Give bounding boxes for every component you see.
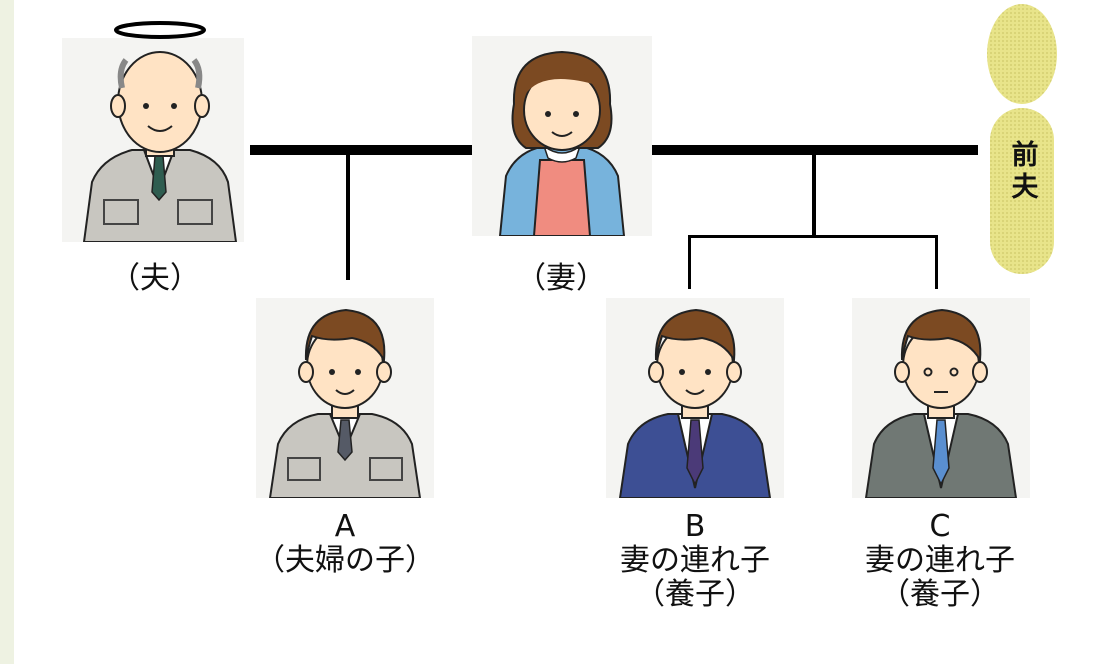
- child-b-portrait: [606, 298, 784, 498]
- left-margin-strip: [0, 0, 14, 664]
- child-b-status: （養子）: [635, 577, 755, 612]
- child-a-label: A （夫婦の子）: [245, 510, 445, 578]
- husband-portrait: [62, 21, 244, 242]
- former-husband-label: 前 夫: [1011, 140, 1039, 203]
- child-a-portrait: [256, 298, 434, 498]
- child-b-letter: B: [684, 509, 706, 544]
- child-b-desc: 妻の連れ子: [620, 543, 770, 578]
- child-c-letter: C: [929, 509, 951, 544]
- child-c-status: （養子）: [880, 577, 1000, 612]
- drop-line-child-a: [346, 150, 350, 280]
- drop-line-child-c: [935, 235, 938, 289]
- wife-label: （妻）: [516, 261, 606, 296]
- child-a-letter: A: [334, 509, 356, 544]
- halo-icon: [114, 21, 206, 39]
- child-c-portrait: [852, 298, 1030, 498]
- stepchildren-crossbar: [688, 235, 938, 238]
- husband-label: （夫）: [110, 261, 200, 296]
- marriage-line-husband-wife: [250, 145, 485, 155]
- former-husband-figure: [987, 4, 1057, 274]
- wife-portrait: [472, 36, 652, 236]
- child-c-label: C 妻の連れ子 （養子）: [840, 510, 1040, 612]
- marriage-line-wife-former: [640, 145, 978, 155]
- child-c-desc: 妻の連れ子: [865, 543, 1015, 578]
- drop-line-stepchildren: [812, 150, 816, 238]
- drop-line-child-b: [688, 235, 691, 289]
- child-b-label: B 妻の連れ子 （養子）: [595, 510, 795, 612]
- child-a-desc: （夫婦の子）: [255, 543, 435, 578]
